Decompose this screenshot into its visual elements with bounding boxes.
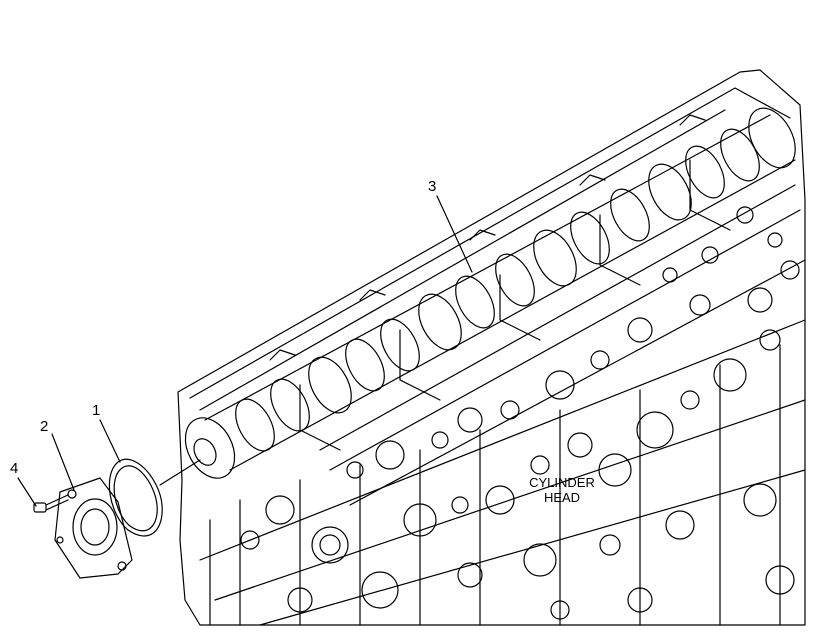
cylinder-head-label-line2: HEAD (543, 490, 581, 505)
bolt-drawing (33, 494, 69, 513)
callout-2-label: 2 (40, 418, 49, 435)
cover-plate-drawing (54, 477, 133, 579)
camshaft-drawing (184, 107, 796, 479)
cylinder-head-drawing (177, 69, 806, 626)
callout-3-leader (436, 195, 473, 273)
callout-3-label: 3 (428, 178, 437, 195)
callout-1-leader (99, 419, 121, 463)
o-ring-seal-drawing (108, 458, 163, 537)
cylinder-head-label-line1: CYLINDER (529, 475, 595, 490)
assembly-leader-line (159, 459, 201, 486)
callout-4-label: 4 (10, 460, 19, 477)
callout-1-label: 1 (92, 402, 101, 419)
cylinder-head-holes (240, 206, 800, 620)
callout-4-leader (17, 477, 37, 507)
cylinder-head-label: CYLINDER HEAD (520, 475, 604, 505)
callout-2-leader (51, 433, 75, 491)
